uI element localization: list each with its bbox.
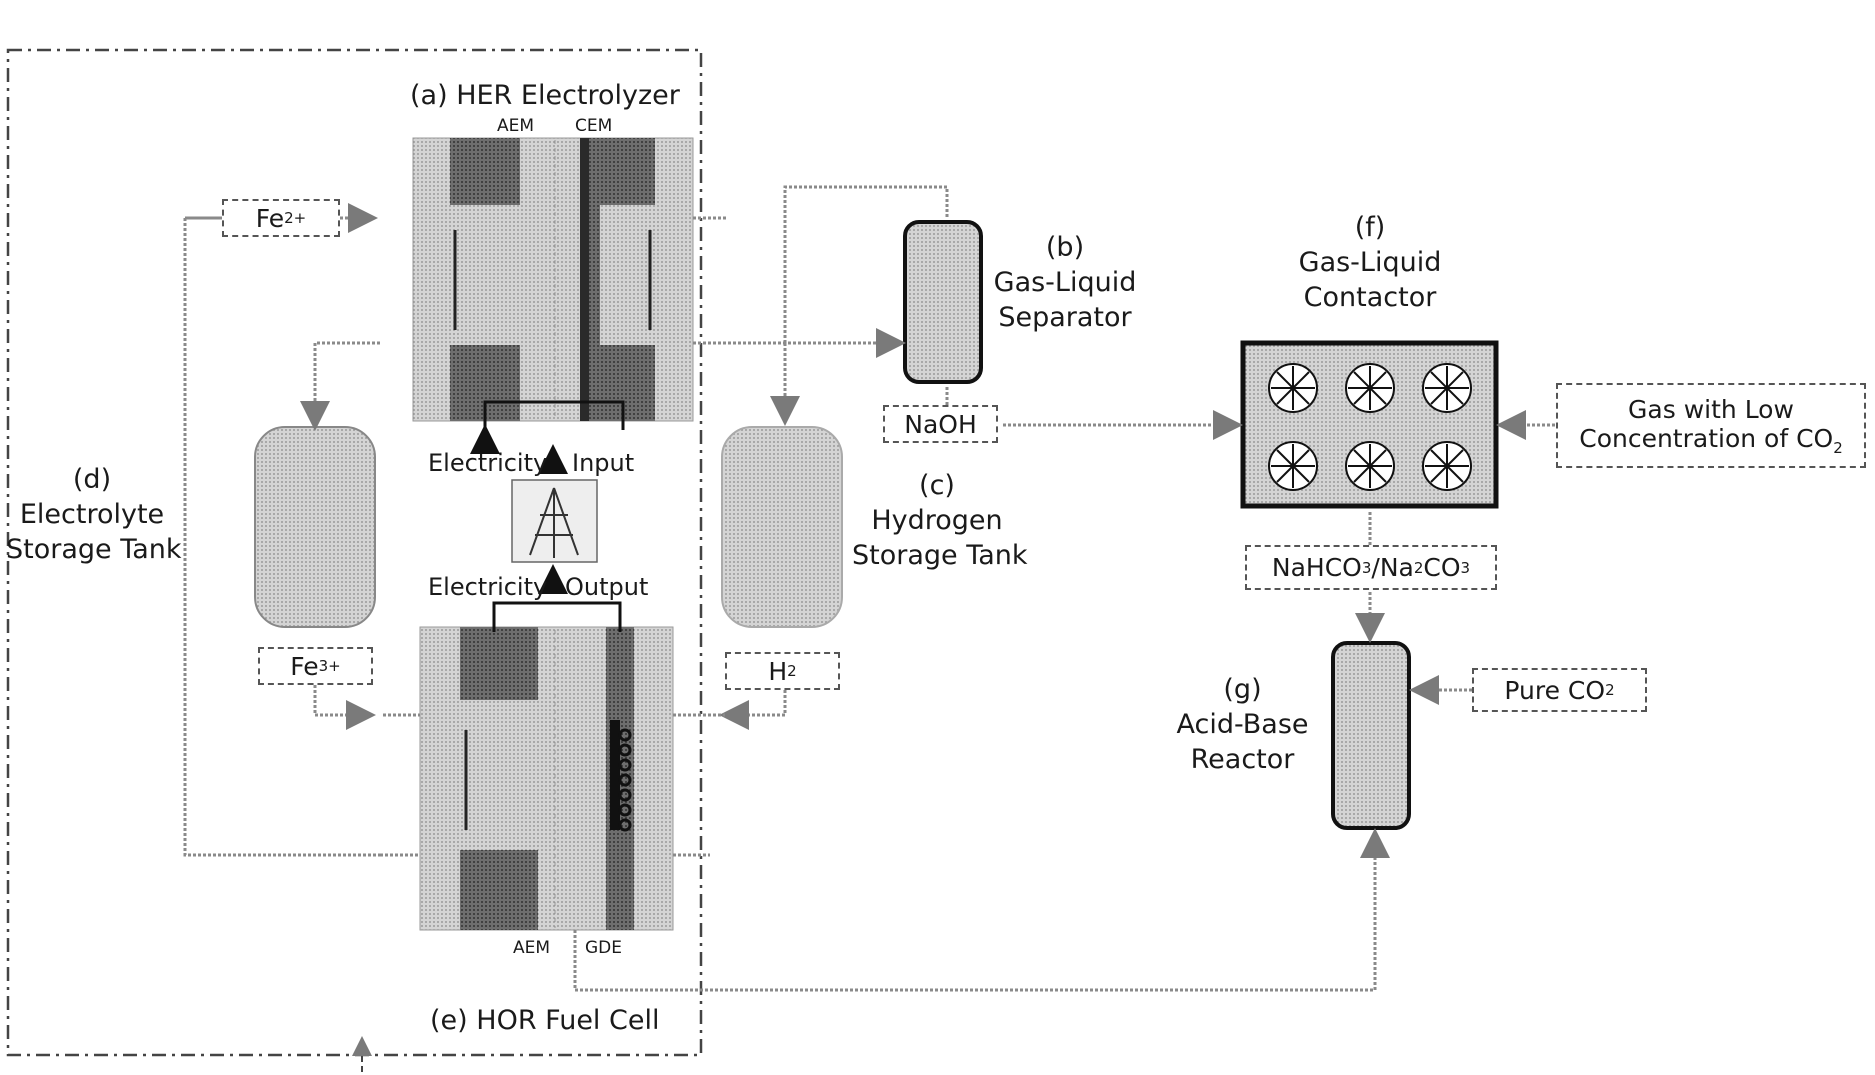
- separator-label: (b) Gas-Liquid Separator: [990, 230, 1140, 335]
- fe2-label-box: Fe2+: [222, 199, 340, 237]
- fuel-cell-aem-label: AEM: [513, 937, 550, 959]
- naoh-label-box: NaOH: [883, 405, 998, 443]
- electrolyte-tank-label: (d) Electrolyte Storage Tank: [6, 462, 178, 567]
- hydrogen-tank-label: (c) Hydrogen Storage Tank: [852, 468, 1022, 573]
- fuel-cell-title: (e) HOR Fuel Cell: [430, 1003, 660, 1038]
- reactor-shape: [1333, 643, 1409, 828]
- bicarbonate-box: NaHCO3/Na2CO3: [1245, 545, 1497, 590]
- power-input-left: Electricity: [428, 448, 547, 479]
- low-co2-gas-box: Gas with Low Concentration of CO2: [1556, 383, 1866, 468]
- separator-shape: [905, 222, 981, 382]
- h2-label-box: H2: [725, 652, 840, 690]
- her-electrolyzer-stack: [413, 138, 693, 421]
- power-input-right: Input: [572, 448, 634, 479]
- power-output-right: Output: [565, 572, 648, 603]
- electrolyzer-cem-label: CEM: [575, 115, 612, 137]
- power-output-left: Electricity: [428, 572, 547, 603]
- reactor-label: (g) Acid-Base Reactor: [1160, 672, 1325, 777]
- fe3-label-box: Fe3+: [258, 647, 373, 685]
- fuel-cell-gde-label: GDE: [585, 937, 622, 959]
- electrolyte-tank-shape: [255, 427, 375, 627]
- hydrogen-tank-shape: [722, 427, 842, 627]
- contactor-label: (f) Gas-Liquid Contactor: [1285, 210, 1455, 315]
- electrolyzer-title: (a) HER Electrolyzer: [410, 78, 680, 113]
- electrolyzer-aem-label: AEM: [497, 115, 534, 137]
- hor-fuel-cell-stack: [420, 627, 673, 930]
- pure-co2-box: Pure CO2: [1472, 668, 1647, 712]
